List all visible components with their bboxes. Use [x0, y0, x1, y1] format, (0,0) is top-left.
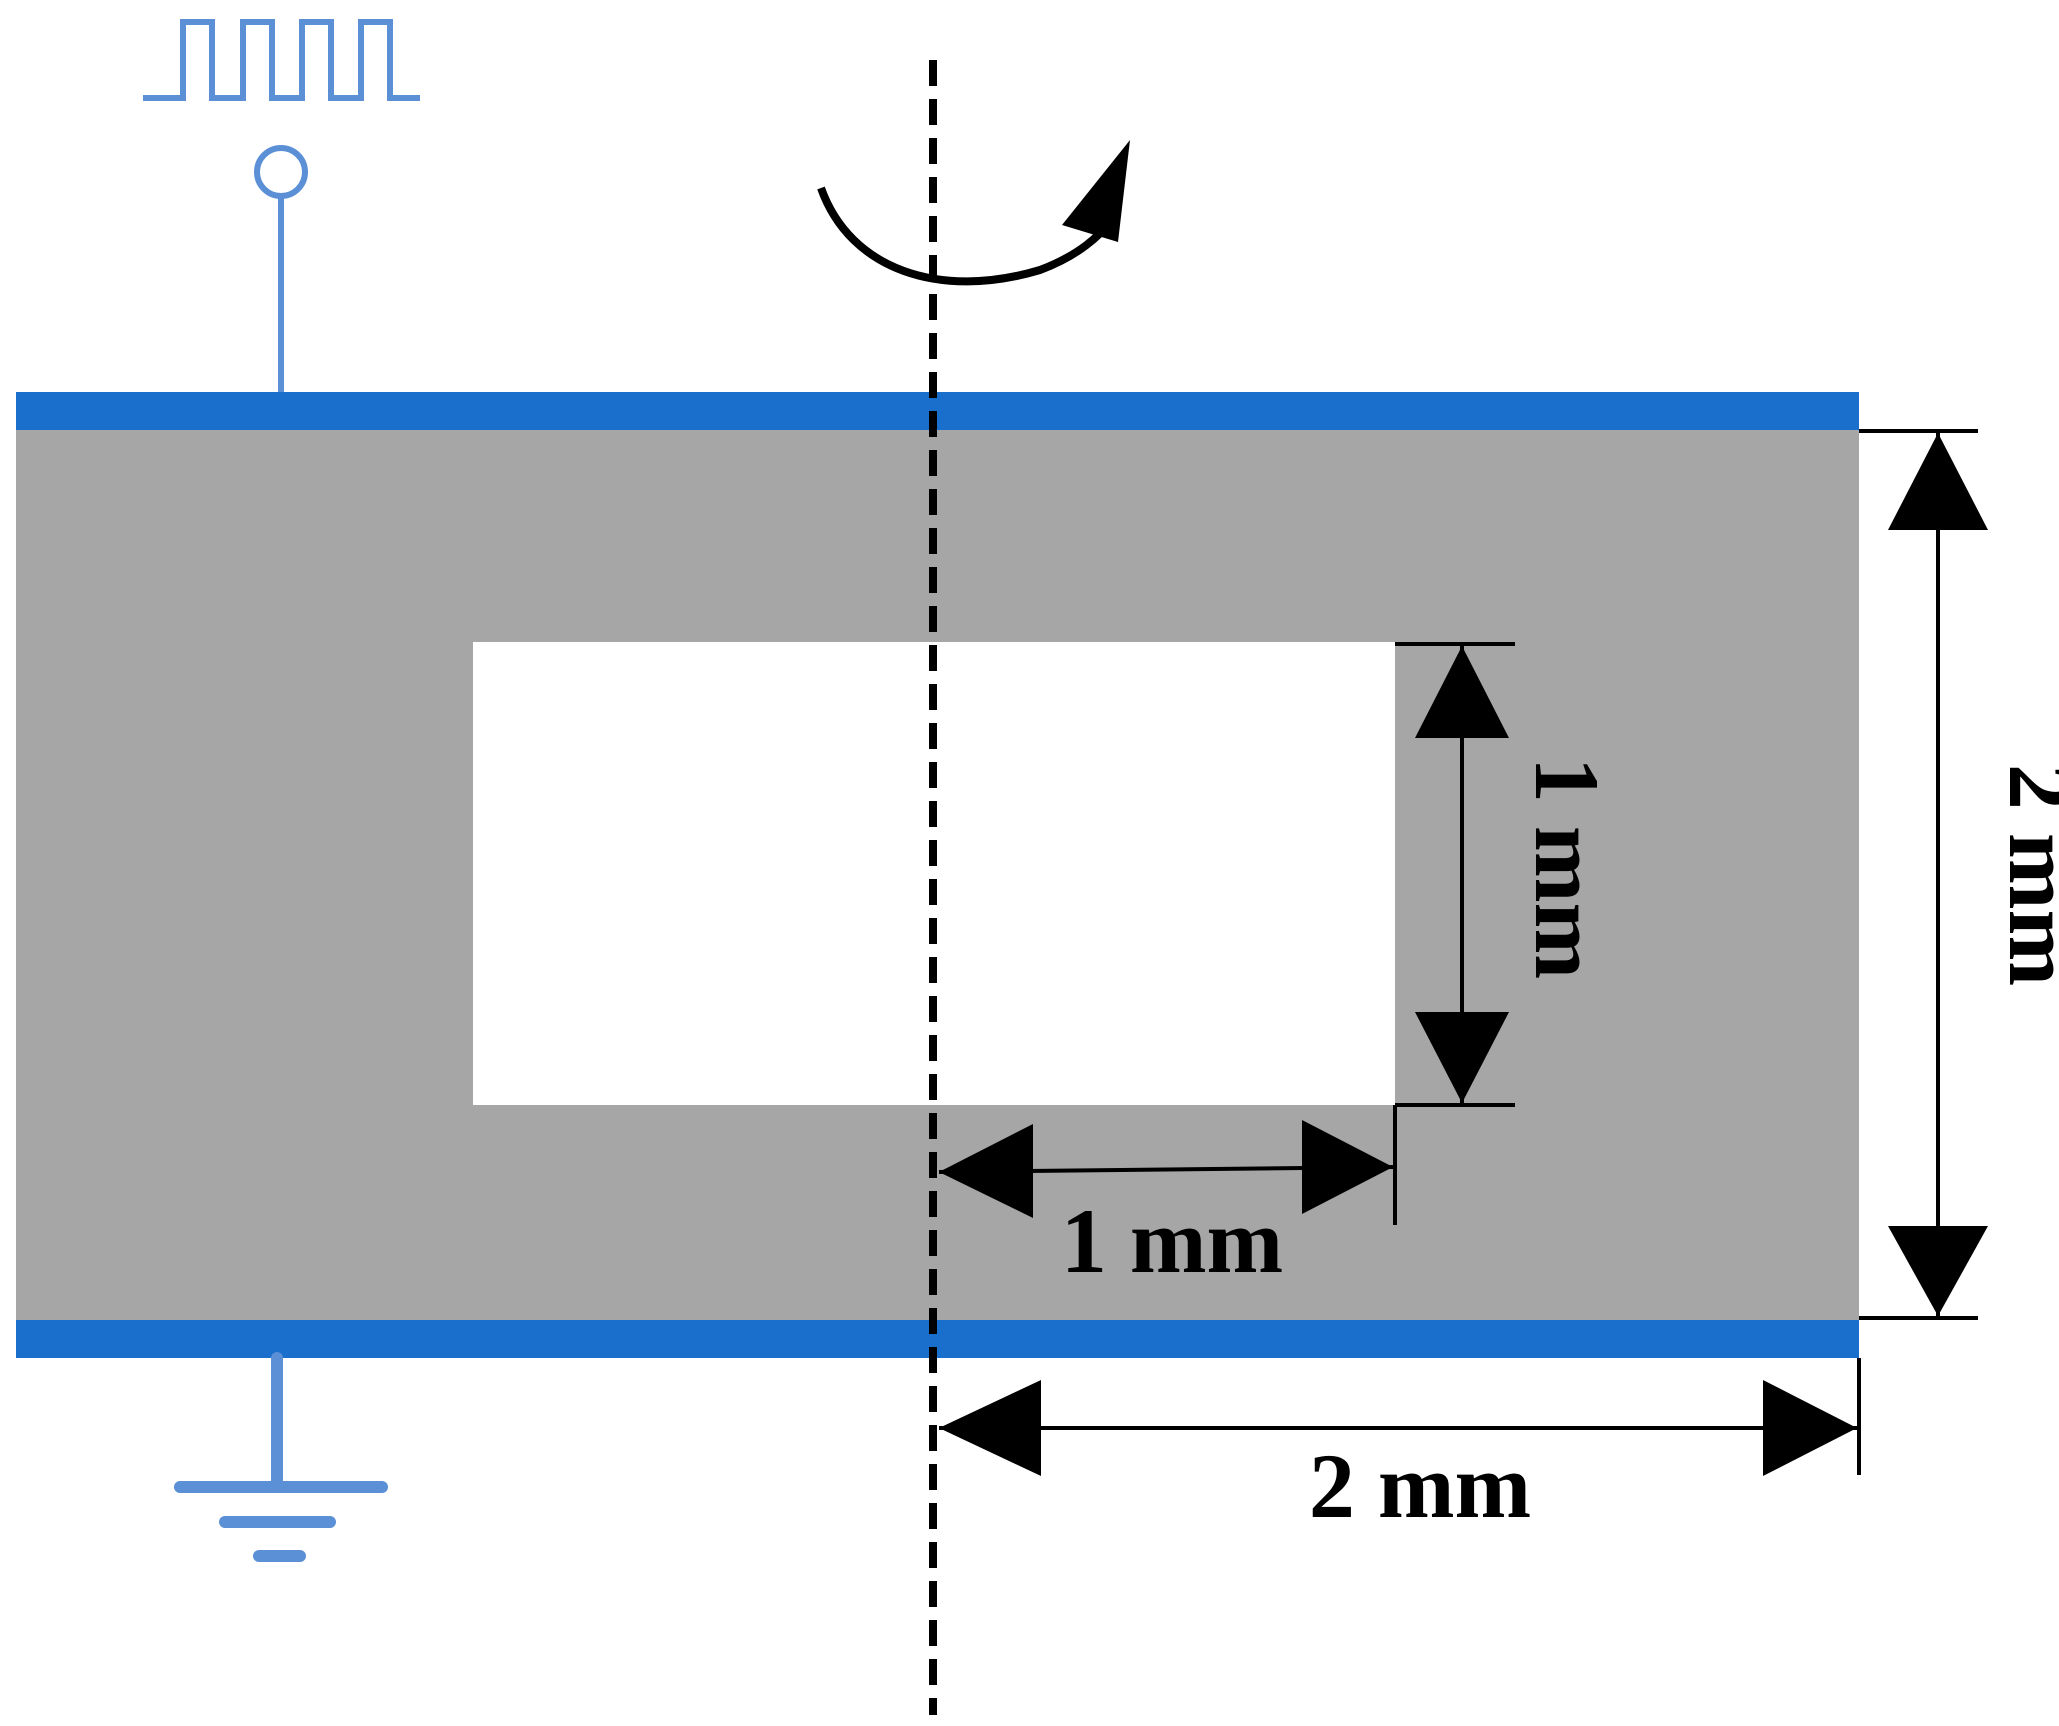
- bottom-electrode: [16, 1320, 1859, 1358]
- outer-radius-label: 2 mm: [1309, 1435, 1531, 1537]
- top-electrode: [16, 392, 1859, 430]
- outer-radius-dimension: [939, 1358, 1861, 1475]
- square-pulse-source-icon: [143, 19, 420, 392]
- total-height-label: 2 mm: [1990, 764, 2059, 986]
- total-height-dimension: [1859, 429, 1978, 1320]
- ground-icon: [174, 1352, 388, 1562]
- rotation-arrow-icon: [817, 140, 1130, 286]
- cavity-region: [473, 642, 1395, 1105]
- cavity-half-width-label: 1 mm: [1061, 1190, 1283, 1292]
- dimension-arrowheads: [939, 433, 1988, 1476]
- cavity-height-label: 1 mm: [1516, 757, 1618, 979]
